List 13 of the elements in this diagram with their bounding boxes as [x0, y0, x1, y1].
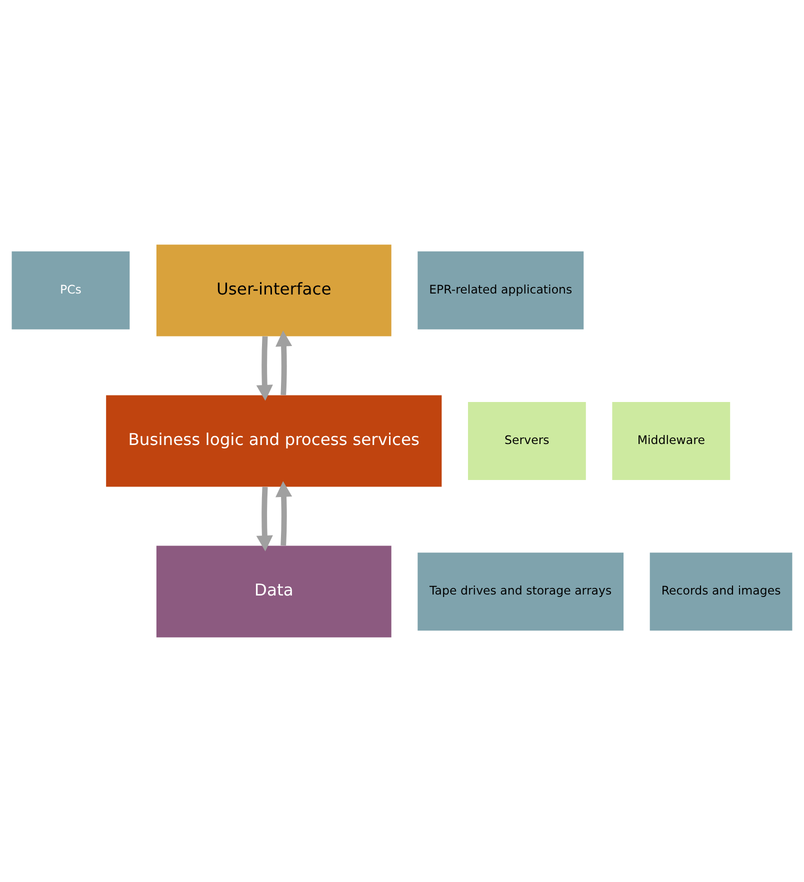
node-box: Business logic and process services [106, 395, 442, 487]
node-box: Middleware [612, 402, 730, 480]
arrow [276, 330, 292, 396]
node-box: Records and images [650, 552, 792, 631]
arrow [276, 481, 292, 546]
node-box: User-interface [156, 244, 392, 336]
node-box: PCs [12, 251, 130, 330]
node-box: Data [156, 546, 392, 638]
node-box: EPR-related applications [418, 251, 584, 330]
node-box: Tape drives and storage arrays [418, 552, 624, 631]
arrow [256, 486, 273, 552]
node-box: Servers [468, 402, 586, 480]
arrow [256, 336, 273, 401]
